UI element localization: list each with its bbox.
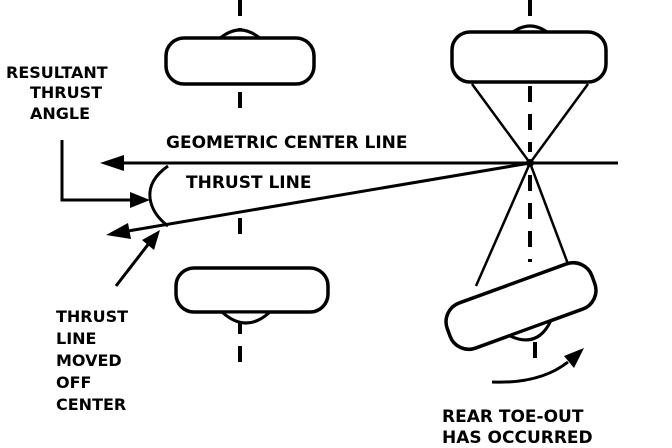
resultant-angle-arrowhead bbox=[130, 192, 150, 208]
moved-label-line-4: OFF bbox=[56, 373, 91, 392]
rear-lower-hub bbox=[505, 318, 554, 342]
toe-out-arrow bbox=[491, 360, 569, 384]
reference-lines bbox=[100, 155, 618, 239]
thrust-angle-arc bbox=[148, 164, 169, 228]
front-axle bbox=[164, 0, 330, 372]
toe-out-label-line-1: REAR TOE-OUT bbox=[442, 407, 584, 427]
moved-label-line-2: LINE bbox=[56, 329, 96, 348]
rear-axle bbox=[444, 0, 608, 368]
geometric-center-line-label: GEOMETRIC CENTER LINE bbox=[166, 133, 408, 153]
toe-out-arrowhead bbox=[564, 348, 584, 368]
resultant-label-line-2: THRUST bbox=[30, 83, 102, 102]
rear-upper-tire bbox=[450, 30, 608, 84]
moved-off-center-leader bbox=[114, 241, 152, 287]
front-upper-tire bbox=[164, 36, 316, 86]
thrust-line bbox=[127, 161, 531, 233]
resultant-label-line-3: ANGLE bbox=[30, 104, 90, 123]
text-labels: RESULTANT THRUST ANGLE GEOMETRIC CENTER … bbox=[6, 63, 593, 448]
moved-off-center-arrowhead bbox=[142, 230, 160, 250]
thrust-line-label: THRUST LINE bbox=[186, 173, 311, 193]
resultant-angle-leader bbox=[60, 140, 136, 202]
rear-lower-wheel bbox=[444, 260, 598, 352]
moved-label-line-5: CENTER bbox=[56, 395, 126, 414]
geometric-center-arrowhead bbox=[100, 155, 124, 171]
front-lower-hub bbox=[218, 310, 274, 325]
thrust-line-arrowhead bbox=[106, 223, 131, 239]
moved-label-line-1: THRUST bbox=[56, 307, 128, 326]
resultant-label-line-1: RESULTANT bbox=[6, 63, 108, 82]
moved-label-line-3: MOVED bbox=[56, 351, 122, 370]
toe-out-label-line-2: HAS OCCURRED bbox=[442, 428, 593, 448]
callouts bbox=[60, 140, 584, 384]
lower-thrust-triangle bbox=[474, 162, 570, 287]
front-lower-tire bbox=[174, 266, 330, 314]
